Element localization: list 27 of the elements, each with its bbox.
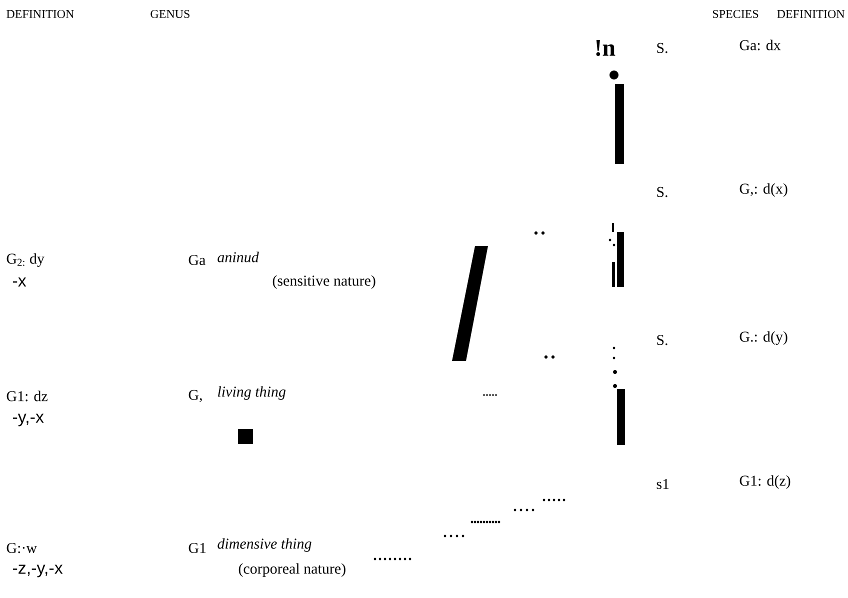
column-heading: DEFINITION bbox=[6, 10, 74, 18]
genus-label: G, bbox=[188, 390, 202, 402]
column-heading: DEFINITION bbox=[777, 10, 845, 18]
species-label: S. bbox=[657, 42, 668, 54]
glyph-label: !n bbox=[596, 40, 616, 56]
genus-label: G1 bbox=[188, 542, 206, 554]
column-heading: SPECIES bbox=[713, 10, 758, 18]
species-label: S. bbox=[657, 334, 668, 346]
definition-label: G.: d(y) bbox=[740, 331, 788, 345]
difference-label: -x bbox=[12, 278, 26, 286]
species-label: S. bbox=[657, 186, 668, 198]
definition-label: G1: d(z) bbox=[740, 475, 790, 489]
difference-label: -z,-y,-x bbox=[12, 564, 63, 578]
genus-name: dimensive thing bbox=[218, 538, 312, 552]
nature-label: (corporeal nature) bbox=[238, 563, 346, 577]
genus-name: aninud bbox=[218, 252, 259, 262]
nature-label: (sensitive nature) bbox=[272, 275, 376, 289]
definition-label: G$_{2:}$ dy bbox=[6, 253, 44, 267]
genus-label: Ga bbox=[188, 254, 206, 266]
difference-label: -y,-x bbox=[12, 414, 44, 426]
definition-label: G:·w bbox=[6, 542, 37, 554]
column-heading: GENUS bbox=[150, 10, 190, 18]
species-label: s1 bbox=[656, 479, 669, 490]
definition-label: G1: dz bbox=[6, 390, 48, 402]
genus-name: living thing bbox=[218, 386, 286, 400]
definition-label: Ga: dx bbox=[740, 40, 781, 50]
definition-label: G,: d(x) bbox=[740, 183, 788, 197]
